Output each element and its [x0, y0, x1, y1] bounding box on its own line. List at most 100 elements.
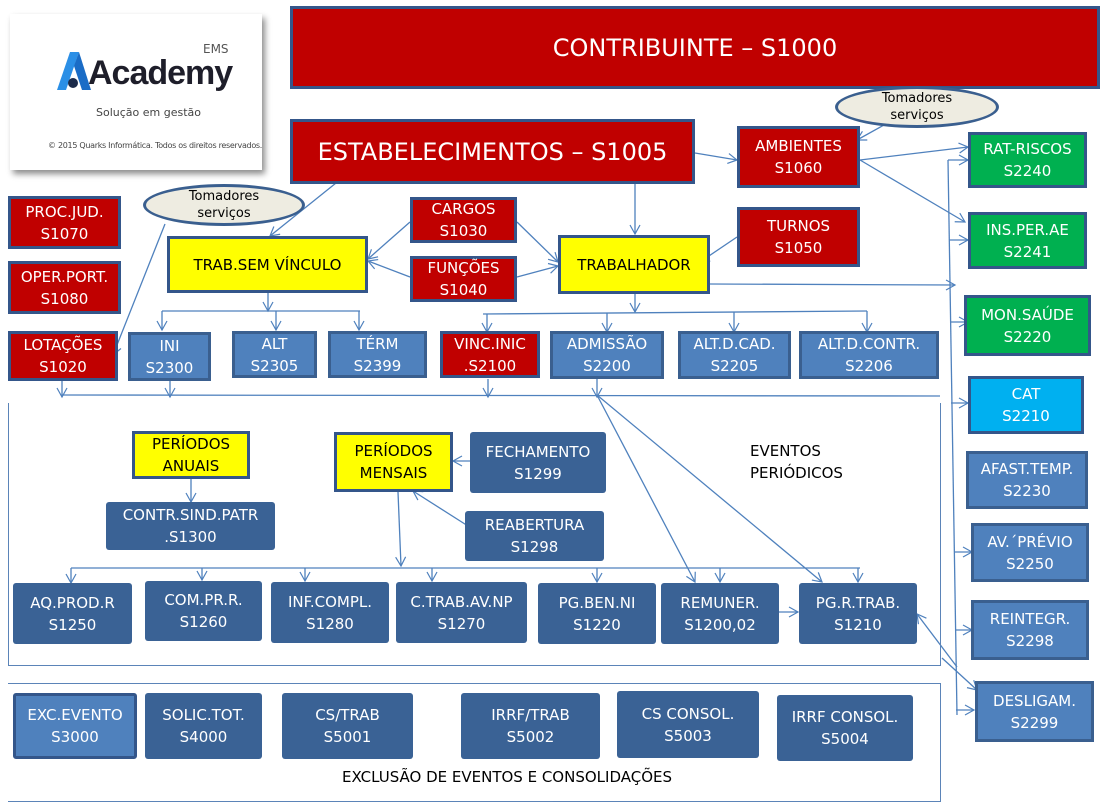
node-code: S2399 [353, 356, 402, 375]
academy-logo-card: EMS Academy Solução em gestão © 2015 Qua… [10, 14, 262, 170]
node-remuner-s1200[interactable]: REMUNER. S1200,02 [661, 583, 779, 644]
node-label: RAT-RISCOS [983, 140, 1072, 158]
node-code: S2210 [1002, 407, 1050, 425]
node-cat-s2210[interactable]: CAT S2210 [968, 376, 1084, 434]
oval-line2: serviços [197, 206, 251, 221]
node-code: S1080 [40, 289, 89, 308]
node-funcoes-s1040[interactable]: FUNÇÕES S1040 [410, 256, 517, 302]
node-code: S5003 [664, 726, 712, 745]
node-cargos-s1030[interactable]: CARGOS S1030 [410, 197, 517, 243]
node-ambientes-s1060[interactable]: AMBIENTES S1060 [737, 126, 860, 188]
exclusao-label: EXCLUSÃO DE EVENTOS E CONSOLIDAÇÕES [342, 768, 673, 786]
node-oper-port-s1080[interactable]: OPER.PORT. S1080 [8, 261, 121, 314]
node-label: TÉRM [356, 334, 399, 353]
node-label: REINTEGR. [989, 610, 1071, 628]
node-label: COM.PR.R. [164, 591, 243, 609]
node-label: PG.BEN.NI [558, 593, 636, 612]
node-estabelecimentos-s1005[interactable]: ESTABELECIMENTOS – S1005 [290, 119, 695, 184]
node-label: FECHAMENTO [485, 442, 591, 461]
node-code: S5001 [323, 728, 372, 746]
node-term-s2399[interactable]: TÉRM S2399 [328, 331, 427, 378]
node-label: TURNOS [766, 217, 831, 235]
eventos-periodicos-line2: PERIÓDICOS [750, 464, 843, 482]
node-pg-ben-ni-s1220[interactable]: PG.BEN.NI S1220 [538, 583, 656, 644]
node-exc-evento-s3000[interactable]: EXC.EVENTO S3000 [13, 693, 137, 759]
node-ini-s2300[interactable]: INI S2300 [128, 332, 211, 381]
node-admissao-s2200[interactable]: ADMISSÃO S2200 [550, 331, 664, 379]
node-code: S4000 [179, 728, 228, 746]
node-label: IRRF CONSOL. [791, 708, 899, 726]
node-com-pr-r-s1260[interactable]: COM.PR.R. S1260 [145, 581, 262, 641]
node-label: CS/TRAB [315, 706, 380, 724]
node-fechamento-s1299[interactable]: FECHAMENTO S1299 [470, 432, 606, 493]
node-irrf-consol-s5004[interactable]: IRRF CONSOL. S5004 [777, 695, 913, 761]
tomadores-servicos-top[interactable]: Tomadores serviços [835, 86, 999, 128]
node-aq-prod-r-s1250[interactable]: AQ.PROD.R S1250 [13, 583, 132, 644]
node-reintegr-s2298[interactable]: REINTEGR. S2298 [971, 600, 1089, 660]
node-desligam-s2299[interactable]: DESLIGAM. S2299 [975, 681, 1094, 742]
node-label: PERÍODOS [151, 435, 231, 453]
node-code: .S2100 [463, 356, 517, 375]
node-periodos-mensais[interactable]: PERÍODOS MENSAIS [334, 432, 453, 492]
node-code: S2300 [145, 358, 194, 377]
logo-copyright: © 2015 Quarks Informática. Todos os dire… [48, 141, 263, 150]
oval-line1: Tomadores [881, 91, 953, 106]
node-label: VINC.INIC [454, 334, 526, 353]
node-code: S1260 [179, 613, 228, 631]
node-ins-per-ae-s2241[interactable]: INS.PER.AE S2241 [968, 212, 1087, 269]
node-pg-r-trab-s1210[interactable]: PG.R.TRAB. S1210 [799, 583, 917, 644]
node-alt-d-contr-s2206[interactable]: ALT.D.CONTR. S2206 [799, 331, 939, 379]
node-label-2: MENSAIS [359, 464, 428, 482]
eventos-periodicos-frame [8, 403, 941, 666]
node-label: IRRF/TRAB [491, 706, 570, 724]
node-alt-d-cad-s2205[interactable]: ALT.D.CAD. S2205 [678, 331, 791, 379]
exclusao-frame [8, 683, 941, 802]
node-code: S3000 [51, 728, 99, 746]
node-code: S2230 [1003, 482, 1051, 500]
node-afast-temp-s2230[interactable]: AFAST.TEMP. S2230 [966, 451, 1088, 509]
node-label: CAT [1011, 385, 1041, 403]
node-cs-trab-s5001[interactable]: CS/TRAB S5001 [282, 693, 413, 759]
node-code: S5004 [821, 730, 869, 748]
node-trab-sem-vinculo[interactable]: TRAB.SEM VÍNCULO [167, 236, 368, 293]
node-contribuinte-s1000[interactable]: CONTRIBUINTE – S1000 [290, 6, 1100, 89]
node-label: CARGOS [431, 200, 496, 218]
node-code: S1040 [439, 281, 488, 299]
node-code: S2299 [1010, 713, 1059, 732]
node-vinc-inic-s2100[interactable]: VINC.INIC .S2100 [440, 331, 540, 378]
node-code: S1270 [437, 614, 486, 633]
node-label: INF.COMPL. [287, 592, 373, 611]
node-label: AV.´PRÉVIO [987, 532, 1073, 551]
node-label: CONTRIBUINTE – S1000 [552, 33, 838, 62]
node-mon-saude-s2220[interactable]: MON.SAÚDE S2220 [964, 295, 1091, 356]
node-label: PG.R.TRAB. [815, 593, 901, 612]
node-code: .S1300 [164, 528, 217, 546]
node-rat-riscos-s2240[interactable]: RAT-RISCOS S2240 [968, 132, 1087, 188]
node-reabertura-s1298[interactable]: REABERTURA S1298 [465, 511, 604, 561]
node-lotacoes-s1020[interactable]: LOTAÇÕES S1020 [8, 331, 118, 381]
node-code: S1210 [834, 615, 882, 634]
node-trabalhador[interactable]: TRABALHADOR [558, 235, 710, 294]
node-code: S2206 [845, 357, 893, 375]
node-c-trab-av-np-s1270[interactable]: C.TRAB.AV.NP S1270 [396, 582, 527, 643]
node-av-previo-s2250[interactable]: AV.´PRÉVIO S2250 [971, 523, 1089, 582]
node-turnos-s1050[interactable]: TURNOS S1050 [737, 207, 860, 267]
node-inf-compl-s1280[interactable]: INF.COMPL. S1280 [271, 582, 389, 643]
node-label: TRABALHADOR [577, 255, 691, 274]
node-solic-tot-s4000[interactable]: SOLIC.TOT. S4000 [145, 693, 262, 759]
node-contr-sind-patr-s1300[interactable]: CONTR.SIND.PATR .S1300 [106, 502, 275, 550]
tomadores-servicos-left[interactable]: Tomadores serviços [143, 184, 305, 226]
node-periodos-anuais[interactable]: PERÍODOS ANUAIS [132, 431, 250, 479]
node-label: ALT [261, 334, 288, 353]
node-irrf-trab-s5002[interactable]: IRRF/TRAB S5002 [461, 693, 600, 759]
node-cs-consol-s5003[interactable]: CS CONSOL. S5003 [617, 691, 759, 758]
node-proc-jud-s1070[interactable]: PROC.JUD. S1070 [8, 196, 121, 249]
node-code: S2220 [1003, 327, 1052, 346]
node-code: S5002 [506, 728, 555, 746]
node-code: S1020 [39, 358, 87, 376]
node-label: PROC.JUD. [25, 202, 104, 221]
node-alt-s2305[interactable]: ALT S2305 [232, 331, 317, 378]
node-label: AFAST.TEMP. [980, 460, 1074, 478]
node-label: CONTR.SIND.PATR [122, 506, 259, 524]
node-label: ALT.D.CONTR. [817, 335, 921, 353]
